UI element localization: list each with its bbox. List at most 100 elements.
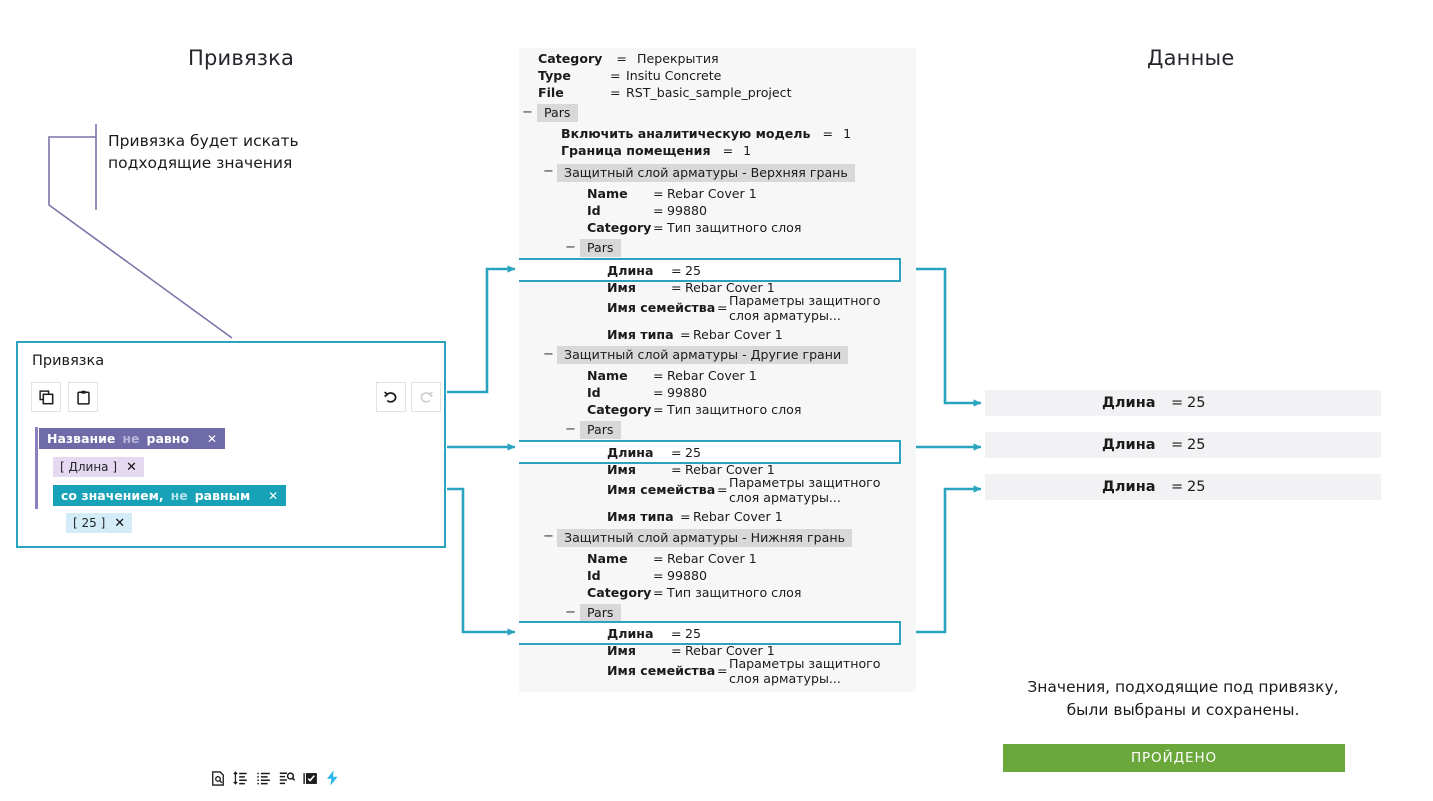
tree-par-row: Имя = Rebar Cover 1 — [607, 462, 775, 478]
copy-button[interactable] — [31, 382, 61, 412]
tree-collapse-toggle[interactable]: − — [522, 105, 533, 120]
tree-prop-row: Name = Rebar Cover 1 — [587, 186, 757, 202]
tree-key: Id — [587, 203, 601, 218]
binding-panel[interactable]: Привязка — [16, 341, 446, 786]
tree-collapse-toggle[interactable]: − — [543, 164, 554, 179]
tree-key: File — [538, 85, 564, 100]
tree-eq: = — [722, 143, 734, 158]
condition-prefix: со значением, — [61, 488, 164, 503]
tree-collapse-toggle[interactable]: − — [543, 529, 554, 544]
tree-eq: = — [680, 327, 691, 342]
callout-note-line1: Привязка будет искать — [108, 132, 299, 150]
tree-group-pars[interactable]: Pars — [580, 604, 621, 622]
tree-par-row: Имя = Rebar Cover 1 — [607, 643, 775, 659]
tree-key: Category — [538, 51, 603, 66]
tree-value: Rebar Cover 1 — [667, 368, 757, 383]
data-row-value: 25 — [1187, 395, 1206, 411]
tree-prop-row: Category = Тип защитного слоя — [587, 220, 801, 236]
tree-header-row: File = RST_basic_sample_project — [538, 85, 792, 101]
tree-key: Включить аналитическую модель — [561, 126, 811, 141]
tree-key: Длина — [607, 445, 654, 460]
tree-value: Перекрытия — [636, 51, 719, 66]
tree-par-row: Имя семейства = Параметры защитного слоя… — [607, 475, 880, 505]
tree-par-row: Имя типа = Rebar Cover 1 — [607, 327, 783, 343]
tree-value: Параметры защитного слоя арматуры... — [729, 656, 881, 686]
tree-par-row: Имя = Rebar Cover 1 — [607, 280, 775, 296]
rule-value-remove-icon[interactable]: ✕ — [126, 459, 137, 475]
tree-collapse-toggle[interactable]: − — [543, 347, 554, 362]
tree-eq: = — [653, 220, 664, 235]
tree-value: Тип защитного слоя — [667, 585, 802, 600]
tree-prop-row: Name = Rebar Cover 1 — [587, 368, 757, 384]
tree-key: Имя типа — [607, 327, 674, 342]
list-search-icon[interactable] — [279, 771, 295, 786]
property-tree-panel[interactable]: Category = Перекрытия Type = Insitu Conc… — [519, 48, 916, 692]
tree-value: Параметры защитного слоя арматуры... — [729, 475, 881, 505]
lightning-bolt-icon[interactable] — [326, 770, 339, 786]
tree-group-pars[interactable]: Pars — [580, 421, 621, 439]
condition-value-text: [ 25 ] — [73, 516, 106, 530]
tree-key: Name — [587, 186, 628, 201]
condition-operator: равным — [194, 488, 251, 503]
document-search-icon[interactable] — [211, 770, 225, 786]
condition-value-remove-icon[interactable]: ✕ — [114, 515, 126, 531]
condition-value-chip[interactable]: [ 25 ] ✕ — [66, 513, 133, 533]
tree-par-row-matched: Длина = 25 — [607, 445, 701, 461]
tree-value: 99880 — [667, 203, 708, 218]
tree-header-row: Type = Insitu Concrete — [538, 68, 721, 84]
tree-collapse-toggle[interactable]: − — [565, 605, 576, 620]
checkbox-checked-icon[interactable] — [303, 771, 318, 786]
tree-key: Имя семейства — [607, 663, 716, 678]
tree-prop-row: Id = 99880 — [587, 385, 707, 401]
tree-value: Rebar Cover 1 — [693, 509, 783, 524]
rule-value-chip[interactable]: [ Длина ] ✕ — [53, 457, 144, 477]
tree-section-title[interactable]: Защитный слой арматуры - Другие грани — [557, 346, 849, 364]
tree-section-title[interactable]: Защитный слой арматуры - Нижняя грань — [557, 529, 852, 547]
tree-eq: = — [616, 51, 627, 66]
redo-button — [411, 382, 441, 412]
page-title-right: Данные — [1147, 46, 1235, 70]
callout-note-line2: подходящие значения — [108, 154, 293, 172]
tree-eq: = — [671, 445, 682, 460]
tree-eq: = — [653, 385, 664, 400]
undo-icon — [383, 389, 399, 405]
status-badge-passed: ПРОЙДЕНО — [1003, 744, 1345, 772]
tree-eq: = — [653, 368, 664, 383]
tree-value: 25 — [685, 445, 702, 460]
tree-value: 1 — [843, 126, 852, 141]
tree-value: Rebar Cover 1 — [685, 462, 775, 477]
tree-value: 25 — [685, 626, 702, 641]
tree-collapse-toggle[interactable]: − — [565, 422, 576, 437]
paste-button[interactable] — [68, 382, 98, 412]
condition-remove-icon[interactable]: ✕ — [268, 488, 279, 503]
tree-key: Имя семейства — [607, 482, 716, 497]
tree-value: Тип защитного слоя — [667, 220, 802, 235]
tree-value: Rebar Cover 1 — [685, 643, 775, 658]
tree-collapse-toggle[interactable]: − — [565, 240, 576, 255]
tree-header-row: Category = Перекрытия — [538, 51, 719, 67]
tree-par-row: Имя семейства = Параметры защитного слоя… — [607, 293, 880, 323]
tree-group-pars[interactable]: Pars — [580, 239, 621, 257]
tree-key: Имя — [607, 462, 636, 477]
tree-eq: = — [610, 85, 621, 100]
rule-toolbar[interactable] — [211, 770, 339, 786]
undo-button[interactable] — [376, 382, 406, 412]
tree-eq: = — [653, 402, 664, 417]
tree-eq: = — [671, 462, 682, 477]
list-icon[interactable] — [256, 771, 271, 786]
footer-note-line1: Значения, подходящие под привязку, — [1027, 678, 1339, 696]
sort-list-icon[interactable] — [233, 770, 248, 786]
tree-eq: = — [822, 126, 834, 141]
rule-remove-icon[interactable]: ✕ — [207, 431, 218, 446]
tree-group-pars[interactable]: Pars — [537, 104, 578, 122]
tree-section-title[interactable]: Защитный слой арматуры - Верхняя грань — [557, 164, 855, 182]
rule-chip[interactable]: Название не равно ✕ — [39, 428, 226, 449]
tree-value: 99880 — [667, 385, 708, 400]
tree-value: Rebar Cover 1 — [667, 186, 757, 201]
tree-eq: = — [717, 663, 728, 678]
data-row: Длина = 25 — [985, 390, 1381, 416]
tree-value: 99880 — [667, 568, 708, 583]
condition-chip[interactable]: со значением, не равным ✕ — [53, 485, 287, 506]
matched-row-highlight — [519, 440, 901, 464]
tree-key: Name — [587, 551, 628, 566]
